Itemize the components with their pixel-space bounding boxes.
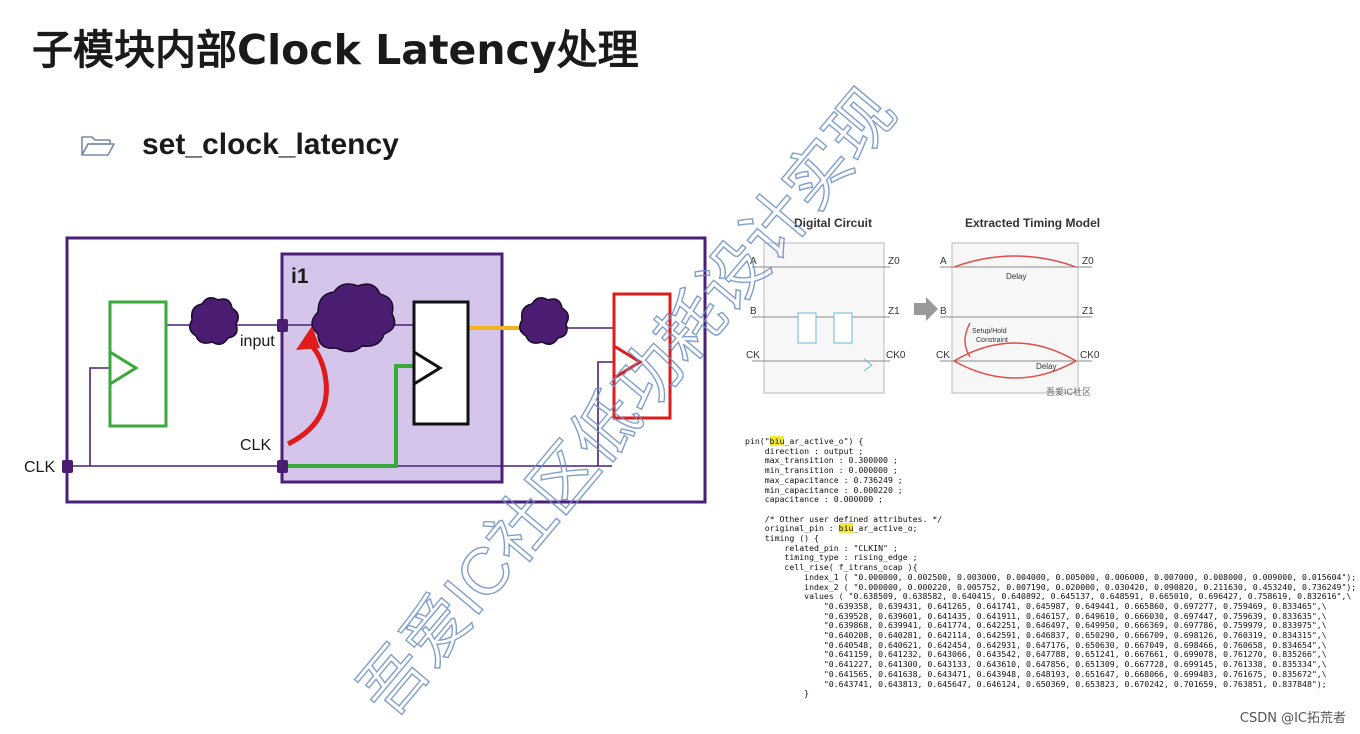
clock-latency-diagram: i1 input CLK CLK bbox=[24, 236, 707, 504]
input-pin bbox=[277, 319, 288, 332]
svg-text:B: B bbox=[940, 306, 947, 317]
code-line: "0.640208, 0.640281, 0.642114, 0.642591,… bbox=[745, 630, 1327, 641]
etm-delay-top: Delay bbox=[1006, 272, 1026, 281]
logic-cloud-1 bbox=[189, 297, 239, 345]
svg-text:A: A bbox=[940, 256, 947, 267]
logic-cloud-2 bbox=[311, 283, 396, 353]
code-line: direction : output ; bbox=[745, 445, 864, 456]
svg-text:CK: CK bbox=[746, 350, 760, 361]
svg-text:CK: CK bbox=[936, 350, 950, 361]
code-line: max_capacitance : 0.736249 ; bbox=[745, 474, 903, 485]
code-line: timing () { bbox=[745, 533, 819, 544]
code-line: "0.639528, 0.639601, 0.641435, 0.641911,… bbox=[745, 610, 1327, 621]
code-line: pin("biu_ar_active_o") { bbox=[745, 436, 864, 446]
etm-figure: Digital Circuit Extracted Timing Model A… bbox=[746, 216, 1100, 397]
etm-delay-bottom: Delay bbox=[1036, 362, 1056, 371]
code-line: "0.641565, 0.641638, 0.643471, 0.643948,… bbox=[745, 668, 1327, 679]
etm-left-title: Digital Circuit bbox=[794, 216, 872, 230]
svg-text:Z1: Z1 bbox=[888, 306, 900, 317]
svg-text:Z0: Z0 bbox=[888, 256, 900, 267]
code-line: min_transition : 0.000000 ; bbox=[745, 465, 898, 476]
code-line: index_2 ( "0.000000, 0.000220, 0.005752,… bbox=[745, 581, 1357, 592]
code-line: "0.643741, 0.643813, 0.645647, 0.646124,… bbox=[745, 678, 1327, 689]
code-line: "0.641159, 0.641232, 0.643066, 0.643542,… bbox=[745, 649, 1327, 660]
bullet-item: set_clock_latency bbox=[80, 128, 399, 162]
code-line: timing_type : rising_edge ; bbox=[745, 552, 918, 563]
svg-text:B: B bbox=[750, 306, 757, 317]
capture-flop bbox=[612, 292, 672, 420]
code-line: /* Other user defined attributes. */ bbox=[745, 513, 943, 524]
slide-title: 子模块内部Clock Latency处理 bbox=[32, 26, 639, 74]
svg-text:CK0: CK0 bbox=[886, 350, 906, 361]
bullet-text: set_clock_latency bbox=[142, 128, 399, 161]
code-line: "0.640548, 0.640621, 0.642454, 0.642931,… bbox=[745, 639, 1327, 650]
code-line: max_transition : 0.300000 ; bbox=[745, 455, 898, 466]
code-line: min_capacitance : 0.000220 ; bbox=[745, 484, 903, 495]
svg-text:A: A bbox=[750, 256, 757, 267]
code-line: index_1 ( "0.000000, 0.002500, 0.003000,… bbox=[745, 571, 1357, 582]
code-line: original_pin : biu_ar_active_o; bbox=[745, 523, 918, 534]
folder-open-icon bbox=[81, 136, 115, 156]
code-line: values ( "0.638509, 0.638582, 0.640415, … bbox=[745, 591, 1352, 602]
etm-badge: 吾爱IC社区 bbox=[1046, 386, 1091, 397]
code-line: } bbox=[745, 688, 810, 699]
code-line: related_pin : "CLKIN" ; bbox=[745, 542, 898, 553]
code-line: cell_rise( f_itrans_ocap ){ bbox=[745, 562, 918, 573]
svg-text:Z1: Z1 bbox=[1082, 306, 1094, 317]
clk-pin-outer bbox=[62, 460, 73, 473]
code-line: "0.639358, 0.639431, 0.641265, 0.641741,… bbox=[745, 600, 1327, 611]
code-line: capacitance : 0.000000 ; bbox=[745, 494, 884, 505]
footer-credit: CSDN @IC拓荒者 bbox=[1239, 711, 1346, 726]
instance-label: i1 bbox=[291, 265, 309, 288]
submodule-flop bbox=[412, 300, 470, 426]
clk-outer-label: CLK bbox=[24, 459, 55, 476]
liberty-code-block: pin("biu_ar_active_o") { direction : out… bbox=[745, 436, 1357, 699]
input-label: input bbox=[240, 333, 275, 350]
logic-cloud-3 bbox=[519, 297, 569, 345]
svg-text:Z0: Z0 bbox=[1082, 256, 1094, 267]
svg-text:CK0: CK0 bbox=[1080, 350, 1100, 361]
etm-right-title: Extracted Timing Model bbox=[965, 216, 1100, 230]
code-line: "0.641227, 0.641300, 0.643133, 0.643610,… bbox=[745, 659, 1327, 670]
code-line: "0.639868, 0.639941, 0.641774, 0.642251,… bbox=[745, 620, 1327, 631]
launch-flop bbox=[108, 300, 168, 428]
clk-inner-label: CLK bbox=[240, 437, 271, 454]
clk-pin-inner bbox=[277, 460, 288, 473]
